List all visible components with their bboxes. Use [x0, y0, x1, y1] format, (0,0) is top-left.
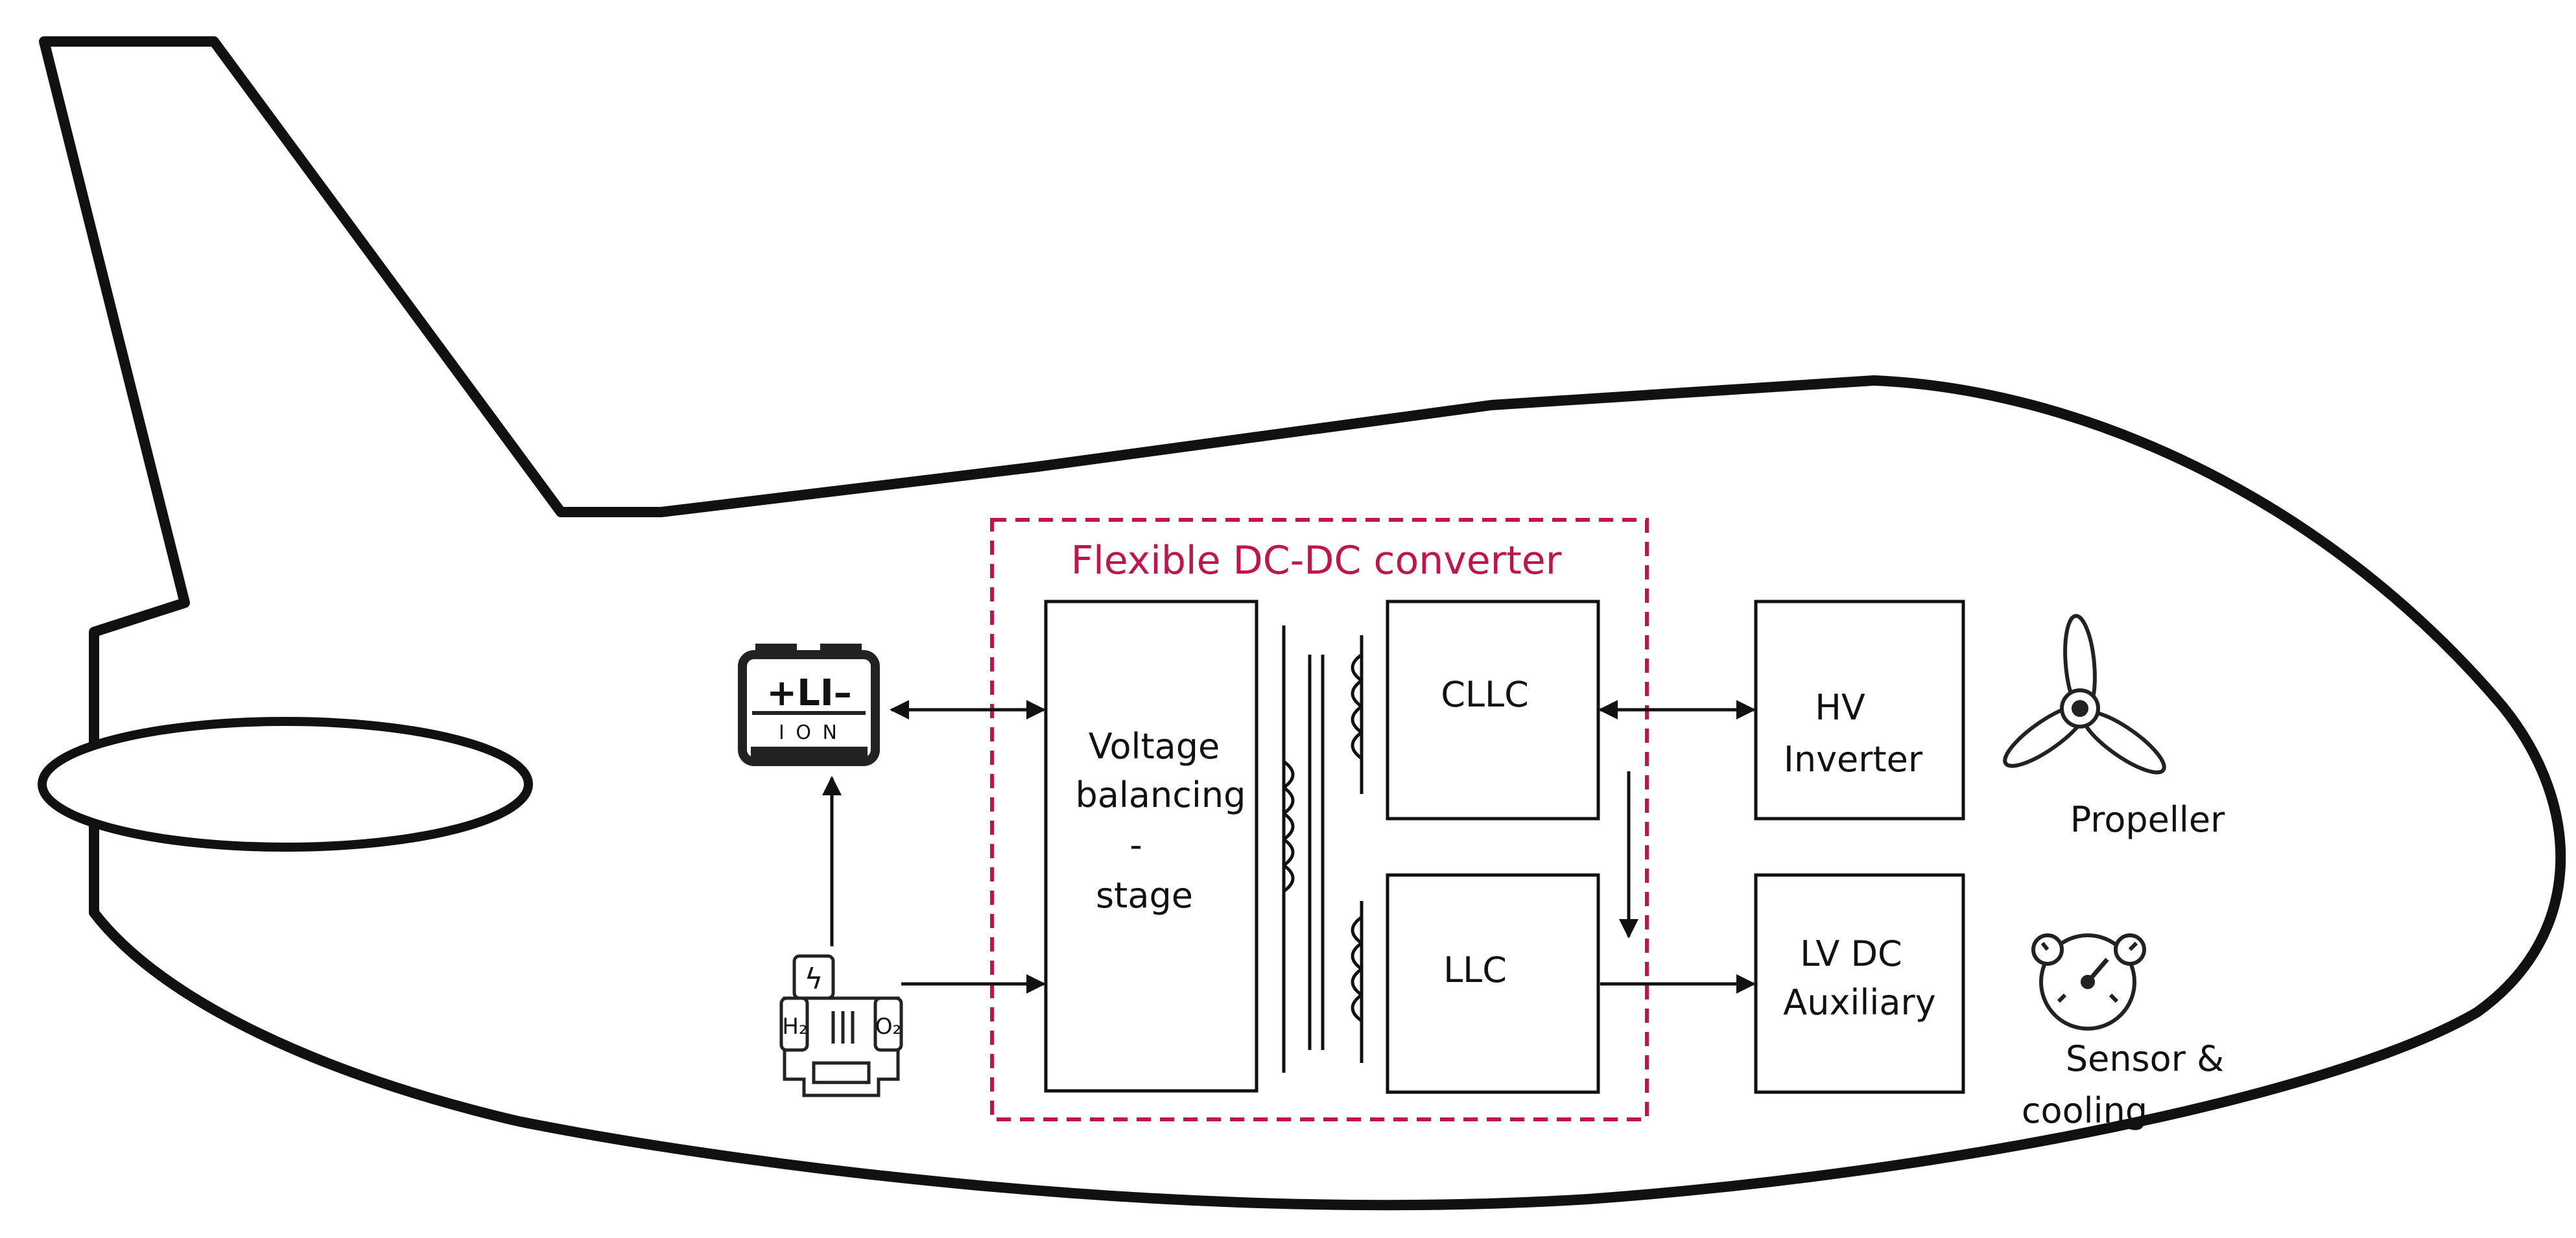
- voltage-balancing-label-line-4: stage: [1096, 875, 1193, 916]
- engine-nacelle: [38, 717, 533, 852]
- hv-inverter-label-line-2: Inverter: [1784, 739, 1923, 780]
- battery-bottom-text: I O N: [779, 721, 840, 744]
- gauge-icon: [2031, 933, 2146, 1031]
- aircraft-outline: [39, 36, 2566, 1211]
- propeller-icon: [2003, 614, 2166, 775]
- voltage-balancing-label-line-3: -: [1129, 824, 1142, 865]
- hv-inverter-block: [1754, 600, 1965, 821]
- llc-label: LLC: [1443, 950, 1507, 990]
- fuel-cell-center-symbol: ϟ: [804, 963, 823, 996]
- propeller-label: Propeller: [2070, 799, 2225, 840]
- voltage-balancing-label-line-2: balancing: [1076, 775, 1246, 815]
- hv-inverter-label-line-1: HV: [1815, 687, 1865, 728]
- cllc-block: [1386, 600, 1600, 821]
- voltage-balancing-block: [1044, 600, 1258, 1093]
- lv-dc-auxiliary-label-line-1: LV DC: [1800, 933, 1902, 974]
- battery-top-text: +LI–: [766, 672, 851, 714]
- sensor-cooling-label-line-1: Sensor &: [2066, 1038, 2224, 1079]
- converter-dashed-boundary: [990, 518, 1649, 1121]
- transformer-icon: [1282, 625, 1364, 1073]
- voltage-balancing-label-line-1: Voltage: [1089, 726, 1220, 767]
- lv-dc-auxiliary-label-line-2: Auxiliary: [1783, 982, 1935, 1023]
- battery-icon: +LI– I O N: [738, 644, 880, 766]
- fuel-cell-left-text: H₂: [782, 1014, 807, 1040]
- converter-title: Flexible DC-DC converter: [1071, 538, 1562, 583]
- sensor-cooling-label-line-2: cooling: [2022, 1090, 2147, 1131]
- cllc-label: CLLC: [1441, 674, 1529, 715]
- fuel-cell-right-text: O₂: [875, 1014, 901, 1040]
- llc-block: [1386, 873, 1600, 1094]
- fuel-cell-icon: ϟ H₂ O₂: [779, 954, 903, 1097]
- lv-dc-auxiliary-block: [1754, 873, 1965, 1094]
